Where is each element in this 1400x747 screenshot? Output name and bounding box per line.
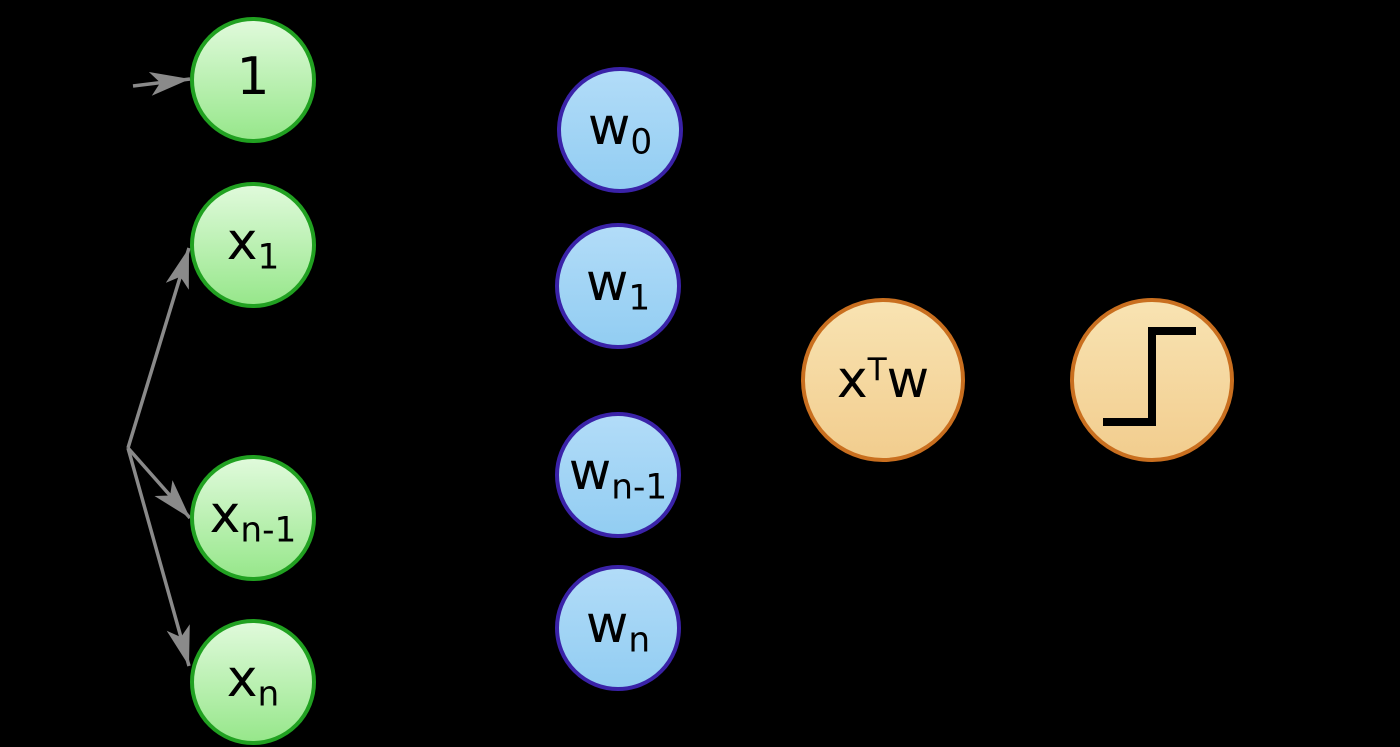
- bias-node-label: 1: [236, 46, 270, 107]
- wn-node-label: wn: [585, 594, 651, 661]
- weighted-sum-node: xTw: [801, 298, 965, 462]
- arrow-to-bias-input: [132, 71, 191, 96]
- step-function-icon: [1103, 327, 1196, 426]
- arrow-to-xn-1-input: [126, 446, 192, 520]
- weight-node-wn: wn: [555, 565, 681, 691]
- weight-node-w1: w1: [555, 223, 681, 349]
- arrow-to-x1-input: [126, 247, 191, 449]
- w0-node-label: w0: [587, 96, 653, 163]
- input-node-xn: xn: [190, 619, 316, 745]
- input-node-bias: 1: [190, 17, 316, 143]
- weight-node-w0: w0: [557, 67, 683, 193]
- input-node-x1: x1: [190, 182, 316, 308]
- xn-node-label: xn: [226, 648, 280, 715]
- w1-node-label: w1: [585, 252, 651, 319]
- weighted-sum-label: xTw: [836, 350, 930, 410]
- weight-node-wn-1: wn-1: [555, 412, 681, 538]
- input-node-xn-1: xn-1: [190, 455, 316, 581]
- activation-node: [1070, 298, 1234, 462]
- xn-1-node-label: xn-1: [209, 484, 297, 551]
- x1-node-label: x1: [226, 211, 280, 278]
- wn-1-node-label: wn-1: [568, 441, 668, 508]
- arrow-to-xn-input: [126, 447, 191, 667]
